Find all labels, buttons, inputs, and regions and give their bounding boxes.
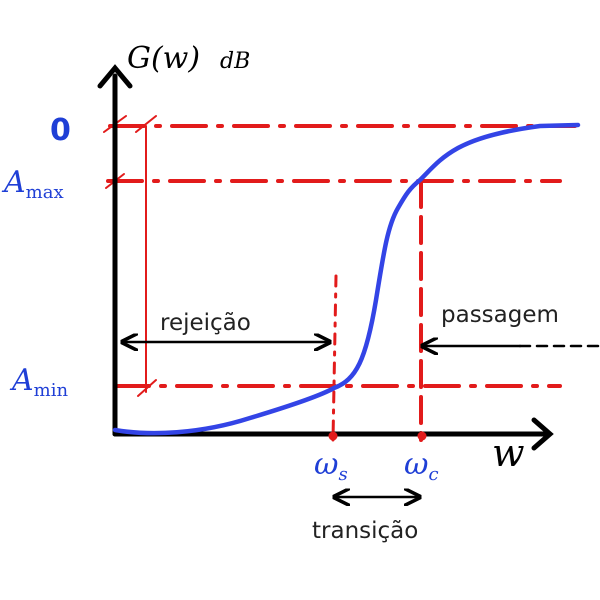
y-axis-label: G(w) xyxy=(127,41,200,76)
wc-label: ωc xyxy=(404,447,439,485)
zero-db-label: 0 xyxy=(50,113,71,148)
y-axis-unit: dB xyxy=(220,49,250,74)
wc-marker-dot xyxy=(417,431,427,441)
rejection-label: rejeição xyxy=(160,310,251,336)
amax-label: Amax xyxy=(1,165,64,203)
transition-label: transição xyxy=(312,518,418,544)
ws-label: ωs xyxy=(314,447,348,485)
amin-label: Amin xyxy=(9,363,68,401)
guide-lines xyxy=(103,115,577,442)
pass-label: passagem xyxy=(441,302,559,328)
x-axis-arrowhead xyxy=(531,417,554,451)
region-arrows xyxy=(124,342,600,497)
ws-marker-dot xyxy=(328,431,338,441)
response-curve xyxy=(112,122,581,436)
tick-zero-right xyxy=(135,115,157,133)
y-axis-arrowhead xyxy=(97,64,133,89)
ws-vertical-guide xyxy=(331,274,338,442)
tick-amin xyxy=(137,379,157,397)
x-axis-label: w xyxy=(492,431,525,475)
